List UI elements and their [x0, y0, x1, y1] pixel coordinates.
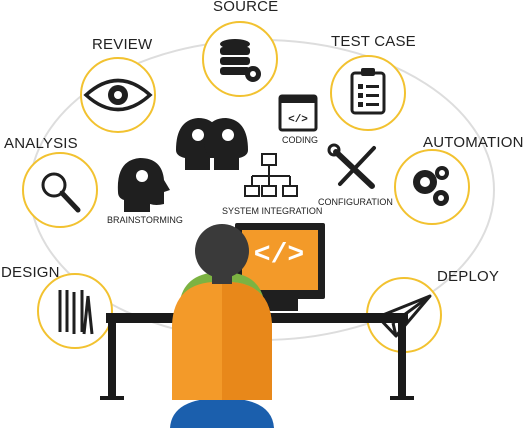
- wrench-screwdriver-icon: [327, 143, 376, 189]
- head-gear-icon: [117, 158, 170, 212]
- developer-at-desk-icon: [100, 223, 414, 428]
- inner-label-brainstorming: BRAINSTORMING: [107, 215, 183, 225]
- clipboard-checklist-icon: [350, 68, 386, 115]
- monitor-screen: [242, 230, 318, 290]
- step-label-analysis: ANALYSIS: [4, 135, 78, 152]
- drafting-tools-icon: [58, 290, 94, 335]
- magnifier-icon: [41, 172, 81, 213]
- step-label-design: DESIGN: [1, 264, 60, 281]
- test-case-node: [330, 55, 406, 131]
- step-label-automations: AUTOMATIONS: [423, 134, 524, 151]
- inner-label-coding: CODING: [282, 135, 318, 145]
- step-label-review: REVIEW: [92, 36, 153, 53]
- svg-text:</>: </>: [288, 114, 308, 126]
- inner-label-system-integration: SYSTEM INTEGRATION: [222, 206, 323, 216]
- chair: [170, 398, 274, 428]
- database-gear-icon: [220, 39, 261, 82]
- review-node: [80, 57, 156, 133]
- step-label-deploy: DEPLOY: [437, 268, 500, 285]
- source-node: [202, 21, 278, 97]
- gears-icon: [413, 166, 449, 206]
- step-label-source: SOURCE: [213, 0, 279, 15]
- two-heads-gears-icon: [176, 118, 248, 170]
- screen-code-symbol: </>: [253, 240, 305, 271]
- inner-label-configuration: CONFIGURATION: [318, 197, 393, 207]
- network-icon: [244, 153, 298, 197]
- design-node: [37, 273, 113, 349]
- step-label-test-case: TEST CASE: [331, 33, 416, 50]
- eye-icon: [83, 78, 153, 112]
- code-window-icon: </>: [278, 94, 318, 132]
- analysis-node: [22, 152, 98, 228]
- automations-node: [394, 149, 470, 225]
- head: [195, 224, 249, 278]
